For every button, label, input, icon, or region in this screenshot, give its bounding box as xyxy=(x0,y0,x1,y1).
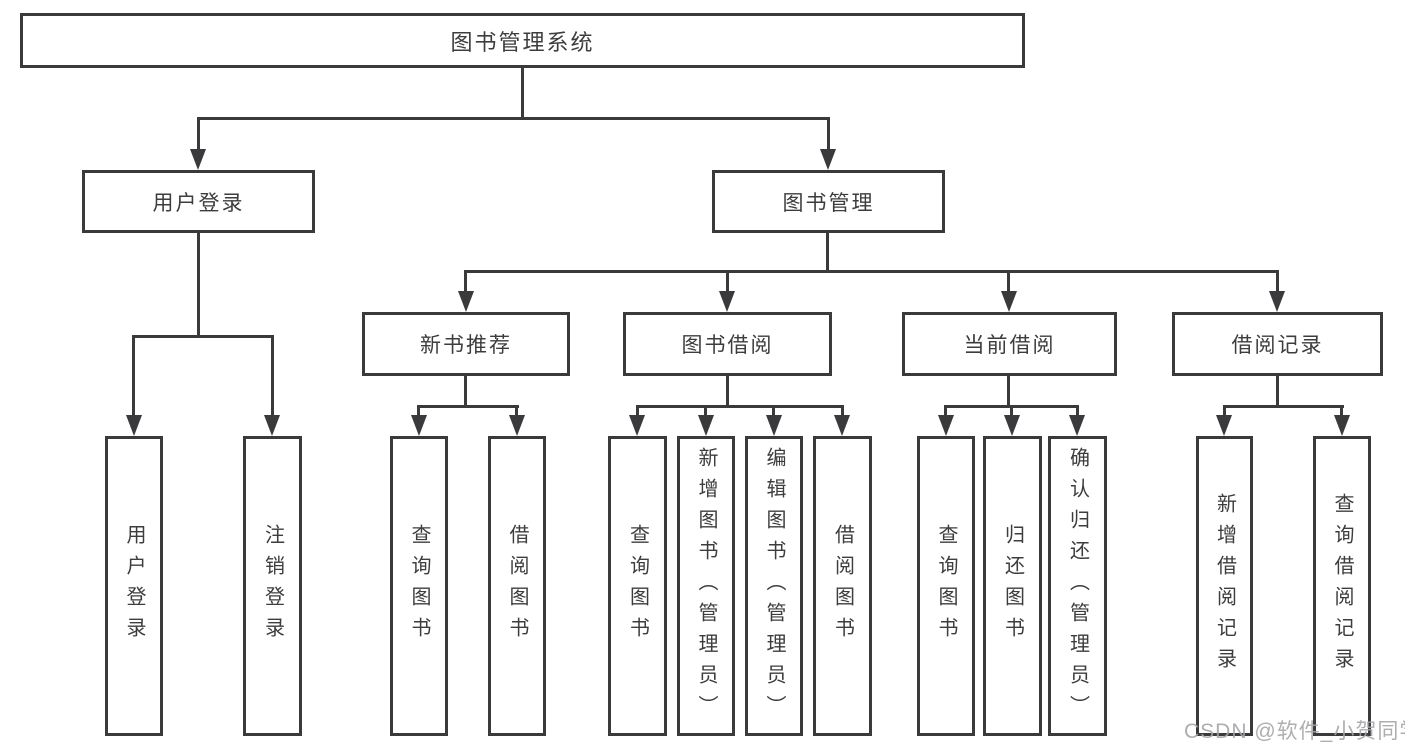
connector-line xyxy=(1007,270,1010,296)
leaf-confirm-return-admin: 确认归还（管理员） xyxy=(1048,436,1107,736)
node-label: 查询图书 xyxy=(935,524,957,648)
node-label: 图书管理 xyxy=(782,191,875,215)
arrow-down-icon xyxy=(1334,415,1350,436)
arrow-down-icon xyxy=(820,149,836,170)
node-label: 查询图书 xyxy=(408,524,430,648)
connector-line xyxy=(1276,270,1279,296)
node-label: 用户登录 xyxy=(152,191,245,215)
arrow-down-icon xyxy=(938,415,954,436)
connector-line xyxy=(197,117,200,153)
node-label: 注销登录 xyxy=(261,524,284,648)
connector-line xyxy=(132,335,135,420)
connector-line xyxy=(417,405,420,421)
connector-line xyxy=(521,68,524,119)
leaf-user-login: 用户登录 xyxy=(105,436,163,736)
connector-line xyxy=(464,270,1279,273)
arrow-down-icon xyxy=(411,415,427,436)
connector-line xyxy=(1223,405,1226,421)
arrow-down-icon xyxy=(1001,291,1017,312)
connector-line xyxy=(704,405,707,421)
connector-line xyxy=(197,117,830,120)
connector-line xyxy=(826,233,829,272)
connector-line xyxy=(197,233,200,337)
connector-line xyxy=(1276,376,1279,407)
leaf-query-books-recommend: 查询图书 xyxy=(390,436,448,736)
leaf-add-book-admin: 新增图书（管理员） xyxy=(677,436,735,736)
node-label: 编辑图书（管理员） xyxy=(763,446,785,726)
connector-line xyxy=(1007,376,1010,407)
connector-line xyxy=(271,335,274,420)
arrow-down-icon xyxy=(458,291,474,312)
node-current-borrow: 当前借阅 xyxy=(902,312,1117,376)
node-book-management: 图书管理 xyxy=(712,170,945,233)
node-book-borrow: 图书借阅 xyxy=(623,312,832,376)
node-label: 用户登录 xyxy=(123,524,145,648)
arrow-down-icon xyxy=(834,415,850,436)
node-borrow-records: 借阅记录 xyxy=(1172,312,1383,376)
arrow-down-icon xyxy=(719,291,735,312)
node-label: 当前借阅 xyxy=(963,334,1056,357)
arrow-down-icon xyxy=(509,415,525,436)
leaf-edit-book-admin: 编辑图书（管理员） xyxy=(745,436,803,736)
watermark-text: CSDN @软件_小贺同学 xyxy=(1184,720,1405,743)
leaf-query-books-current: 查询图书 xyxy=(917,436,975,736)
connector-line xyxy=(827,117,830,153)
leaf-query-borrow-record: 查询借阅记录 xyxy=(1313,436,1371,736)
connector-line xyxy=(1340,405,1343,421)
connector-line xyxy=(944,405,947,421)
arrow-down-icon xyxy=(629,415,645,436)
arrow-down-icon xyxy=(126,415,142,436)
connector-line xyxy=(1010,405,1013,421)
node-label: 新增图书（管理员） xyxy=(695,446,717,726)
connector-line xyxy=(464,270,467,296)
arrow-down-icon xyxy=(1216,415,1232,436)
arrow-down-icon xyxy=(1069,415,1085,436)
leaf-logout: 注销登录 xyxy=(243,436,302,736)
node-label: 新增借阅记录 xyxy=(1213,493,1236,679)
leaf-query-books-borrow: 查询图书 xyxy=(608,436,667,736)
connector-line xyxy=(726,376,729,407)
connector-line xyxy=(841,405,844,421)
node-user-login: 用户登录 xyxy=(82,170,315,233)
connector-line xyxy=(1223,405,1344,408)
arrow-down-icon xyxy=(264,415,280,436)
node-label: 图书管理系统 xyxy=(450,29,595,55)
node-label: 借阅记录 xyxy=(1231,334,1324,357)
connector-line xyxy=(772,405,775,421)
node-label: 确认归还（管理员） xyxy=(1066,446,1089,726)
connector-line xyxy=(417,405,519,408)
connector-line xyxy=(132,335,274,338)
node-label: 查询借阅记录 xyxy=(1331,493,1353,679)
connector-line xyxy=(1076,405,1079,421)
arrow-down-icon xyxy=(190,149,206,170)
arrow-down-icon xyxy=(1269,291,1285,312)
node-label: 借阅图书 xyxy=(831,524,854,648)
arrow-down-icon xyxy=(1004,415,1020,436)
connector-line xyxy=(636,405,639,421)
leaf-return-book: 归还图书 xyxy=(983,436,1042,736)
connector-line xyxy=(636,405,844,408)
connector-line xyxy=(726,270,729,296)
node-library-system: 图书管理系统 xyxy=(20,13,1025,68)
leaf-borrow-books-recommend: 借阅图书 xyxy=(488,436,546,736)
arrow-down-icon xyxy=(766,415,782,436)
connector-line xyxy=(515,405,518,421)
node-new-book-recommend: 新书推荐 xyxy=(362,312,570,376)
node-label: 归还图书 xyxy=(1001,524,1024,648)
arrow-down-icon xyxy=(698,415,714,436)
node-label: 查询图书 xyxy=(626,524,649,648)
leaf-borrow-books: 借阅图书 xyxy=(813,436,872,736)
connector-line xyxy=(464,376,467,407)
node-label: 借阅图书 xyxy=(506,524,528,648)
leaf-add-borrow-record: 新增借阅记录 xyxy=(1196,436,1253,736)
node-label: 新书推荐 xyxy=(420,334,512,357)
node-label: 图书借阅 xyxy=(681,334,774,357)
